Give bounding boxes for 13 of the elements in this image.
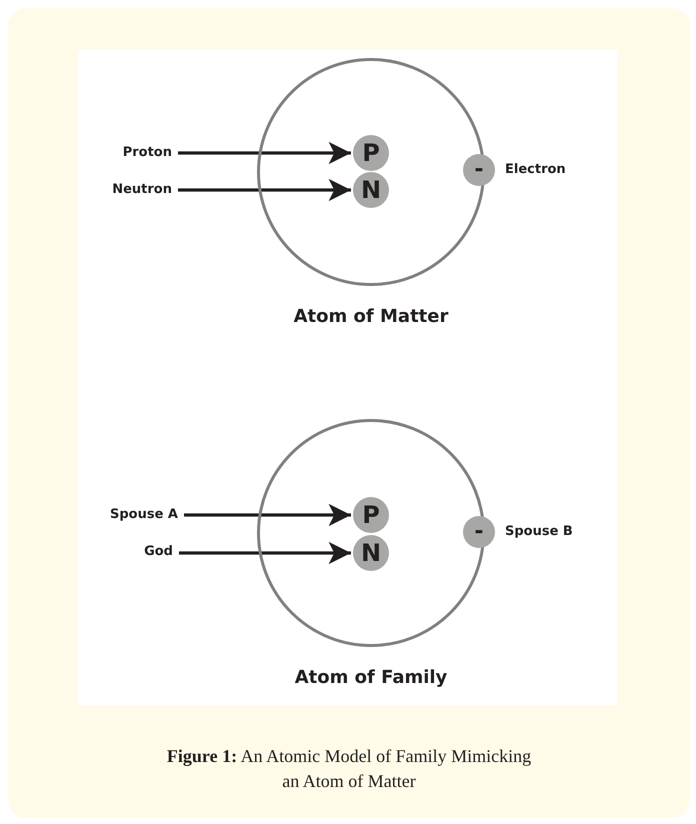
arrow bbox=[178, 178, 351, 202]
figure-caption: Figure 1: An Atomic Model of Family Mimicking an Atom of Matter bbox=[166, 745, 532, 793]
particle-name: Electron bbox=[505, 161, 566, 179]
particle-name: God bbox=[80, 542, 173, 562]
particle-name: Proton bbox=[80, 143, 172, 163]
particle-name: Neutron bbox=[80, 180, 172, 200]
arrow bbox=[184, 504, 351, 526]
particle-name: Spouse B bbox=[505, 523, 573, 541]
arrow bbox=[178, 142, 351, 164]
atom-title: Atom of Matter bbox=[292, 306, 450, 327]
particle-name: Spouse A bbox=[80, 505, 178, 525]
atom-title: Atom of Family bbox=[294, 667, 448, 688]
arrow bbox=[179, 542, 351, 564]
